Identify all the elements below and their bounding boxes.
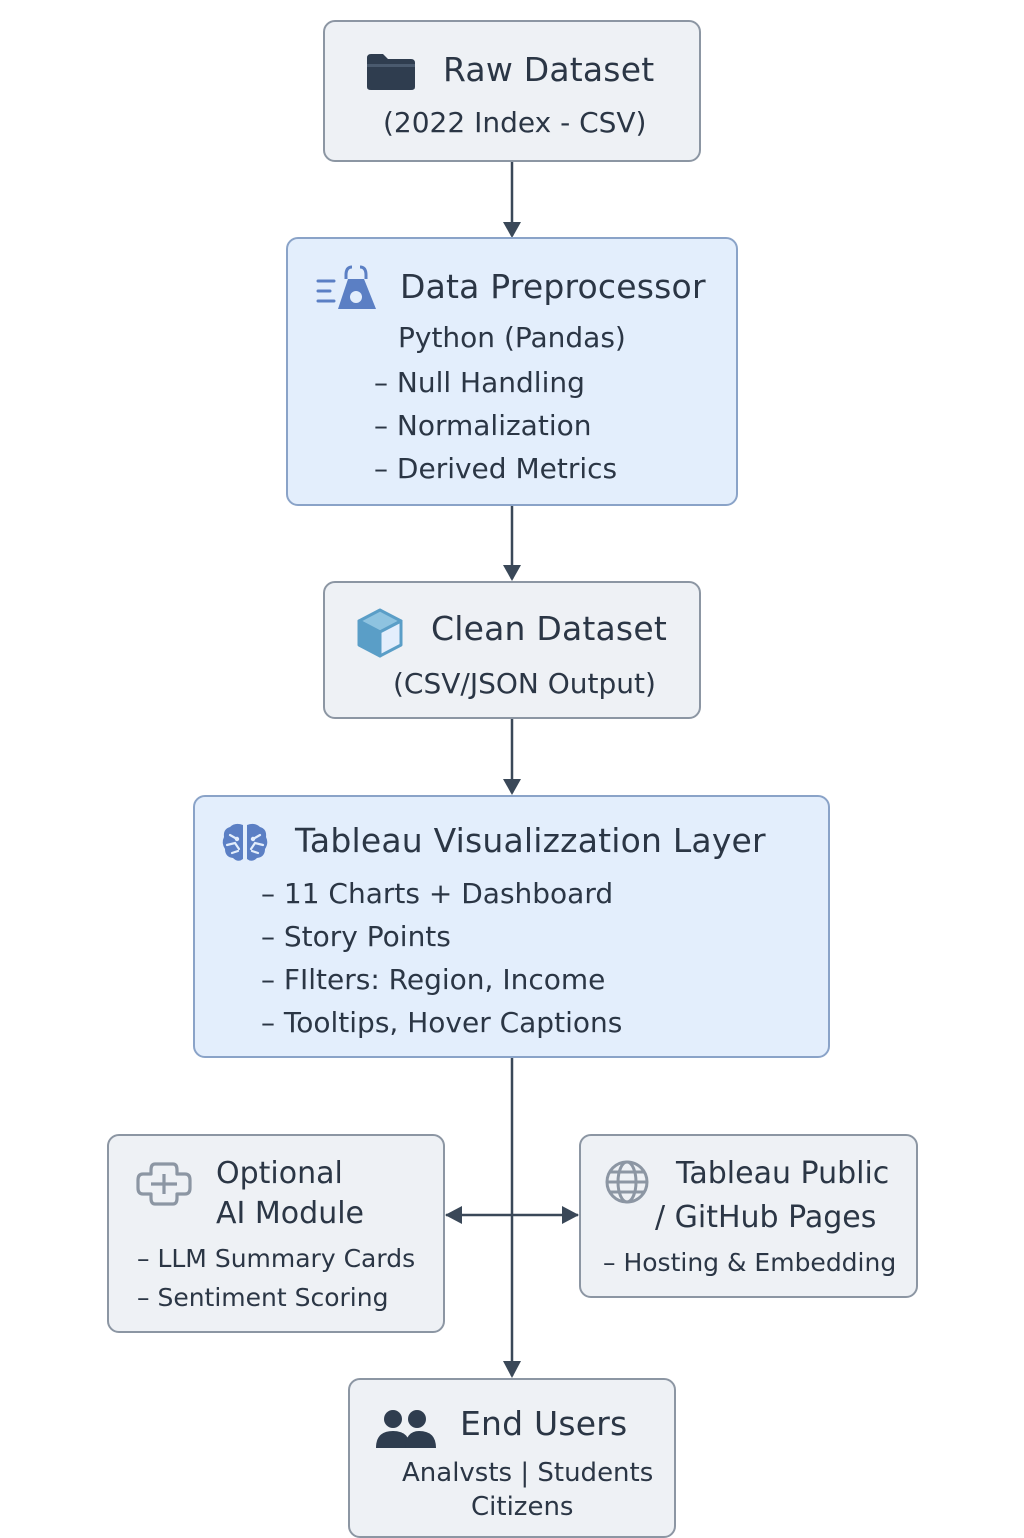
brain-icon — [222, 823, 268, 861]
ai-module-title-line2: AI Module — [216, 1196, 364, 1231]
data-preprocessor-node: Data Preprocessor Python (Pandas) – Null… — [286, 237, 738, 506]
tableau-item-filters: – FIlters: Region, Income — [261, 963, 606, 996]
data-preprocessor-title: Data Preprocessor — [400, 267, 706, 306]
end-users-line1: Analvsts | Students — [402, 1458, 654, 1488]
tableau-item-charts: – 11 Charts + Dashboard — [261, 877, 614, 910]
ai-item-sentiment: – Sentiment Scoring — [137, 1283, 389, 1312]
end-users-node: End Users Analvsts | Students Citizens — [348, 1378, 676, 1538]
clean-dataset-title: Clean Dataset — [431, 609, 667, 648]
pandas-bear-icon — [316, 265, 376, 309]
folder-icon — [367, 54, 415, 90]
hosting-node: Tableau Public / GitHub Pages – Hosting … — [579, 1134, 918, 1298]
raw-dataset-subtitle: (2022 Index - CSV) — [383, 106, 647, 139]
clean-dataset-node: Clean Dataset (CSV/JSON Output) — [323, 581, 701, 719]
tableau-layer-title: Tableau Visualizzation Layer — [295, 821, 766, 860]
preprocessor-item-normalization: – Normalization — [374, 409, 592, 442]
raw-dataset-title: Raw Dataset — [443, 50, 655, 89]
hosting-title-line1: Tableau Public — [676, 1156, 890, 1191]
ai-module-title-line1: Optional — [216, 1156, 343, 1191]
cube-icon — [357, 608, 403, 658]
data-preprocessor-subtitle: Python (Pandas) — [398, 321, 626, 354]
hosting-item-embedding: – Hosting & Embedding — [603, 1248, 897, 1277]
end-users-line2: Citizens — [471, 1492, 574, 1522]
hosting-title-line2: / GitHub Pages — [655, 1200, 877, 1235]
tableau-item-tooltips: – Tooltips, Hover Captions — [261, 1006, 623, 1039]
preprocessor-item-derived-metrics: – Derived Metrics — [374, 452, 618, 485]
raw-dataset-node: Raw Dataset (2022 Index - CSV) — [323, 20, 701, 162]
ai-module-node: Optional AI Module – LLM Summary Cards –… — [107, 1134, 445, 1333]
users-icon — [376, 1410, 436, 1448]
preprocessor-item-null-handling: – Null Handling — [374, 366, 585, 399]
clean-dataset-subtitle: (CSV/JSON Output) — [393, 667, 656, 700]
globe-icon — [605, 1160, 649, 1204]
ai-knot-icon — [136, 1162, 192, 1206]
tableau-item-story-points: – Story Points — [261, 920, 451, 953]
end-users-title: End Users — [460, 1404, 628, 1443]
ai-item-llm-summary: – LLM Summary Cards — [137, 1244, 416, 1273]
tableau-layer-node: Tableau Visualizzation Layer – 11 Charts… — [193, 795, 830, 1058]
